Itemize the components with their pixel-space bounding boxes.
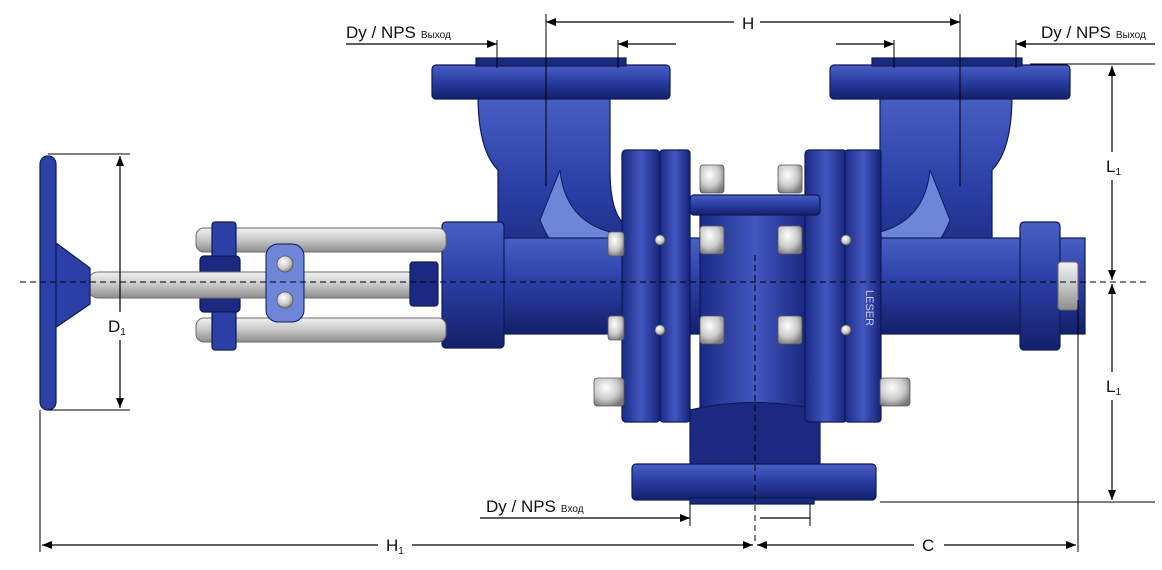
right-big-flange <box>804 149 848 423</box>
actuator-assembly <box>39 155 447 411</box>
C-label: C <box>922 536 934 555</box>
bolt <box>840 324 852 336</box>
right-end-plug <box>1057 261 1079 311</box>
bolt <box>777 315 803 345</box>
bonnet-flange <box>441 221 505 349</box>
handwheel-hub <box>51 238 91 332</box>
L1-bottom-label: L1 <box>1106 377 1121 398</box>
D1-label: D1 <box>108 317 126 338</box>
bolt <box>699 225 725 255</box>
bolt <box>699 315 725 345</box>
L1-top-label-bg <box>1100 152 1132 180</box>
left-big-flange <box>621 149 661 423</box>
coupling-bolt <box>276 255 294 273</box>
H-label-bg <box>734 10 760 34</box>
yoke-rod-top <box>195 227 447 253</box>
bolt <box>840 234 852 246</box>
inlet-flange-face <box>689 497 815 505</box>
bolt <box>607 231 625 257</box>
right-end-flange <box>1019 221 1061 351</box>
bolt <box>593 377 625 407</box>
bolt <box>777 164 803 194</box>
H1-label-bg <box>378 533 412 557</box>
brand-label: LESER <box>863 290 875 326</box>
yoke-rod-bottom <box>195 317 447 343</box>
bolt <box>777 225 803 255</box>
left-big-flange-2 <box>659 149 691 423</box>
handwheel-rim <box>39 155 57 411</box>
C-label-bg <box>914 533 944 557</box>
stem-nut <box>409 261 439 307</box>
bolt <box>699 164 725 194</box>
coupling-bolt <box>276 291 294 309</box>
L1-bottom-label-bg <box>1100 372 1132 400</box>
center-column-top <box>689 194 821 216</box>
stem-coupling <box>265 243 305 323</box>
H-label: H <box>742 14 754 33</box>
center-lines <box>20 255 1150 545</box>
bolt <box>879 377 911 407</box>
bolt <box>607 315 625 341</box>
L1-top-label: L1 <box>1106 157 1121 178</box>
right-outlet-flange <box>829 64 1071 100</box>
bolt <box>654 324 666 336</box>
D1-label-bg <box>100 312 134 340</box>
inlet-flange <box>631 463 877 501</box>
H1-label: H1 <box>386 536 404 557</box>
right-outlet-flange-face <box>871 57 1023 67</box>
valve-stem <box>87 271 419 299</box>
valve-body: LESER <box>431 57 1086 505</box>
left-outlet-flange <box>431 64 671 100</box>
left-outlet-flange-face <box>475 57 627 67</box>
bolt <box>654 234 666 246</box>
bolts <box>593 164 911 407</box>
right-big-flange-2 <box>844 149 882 423</box>
